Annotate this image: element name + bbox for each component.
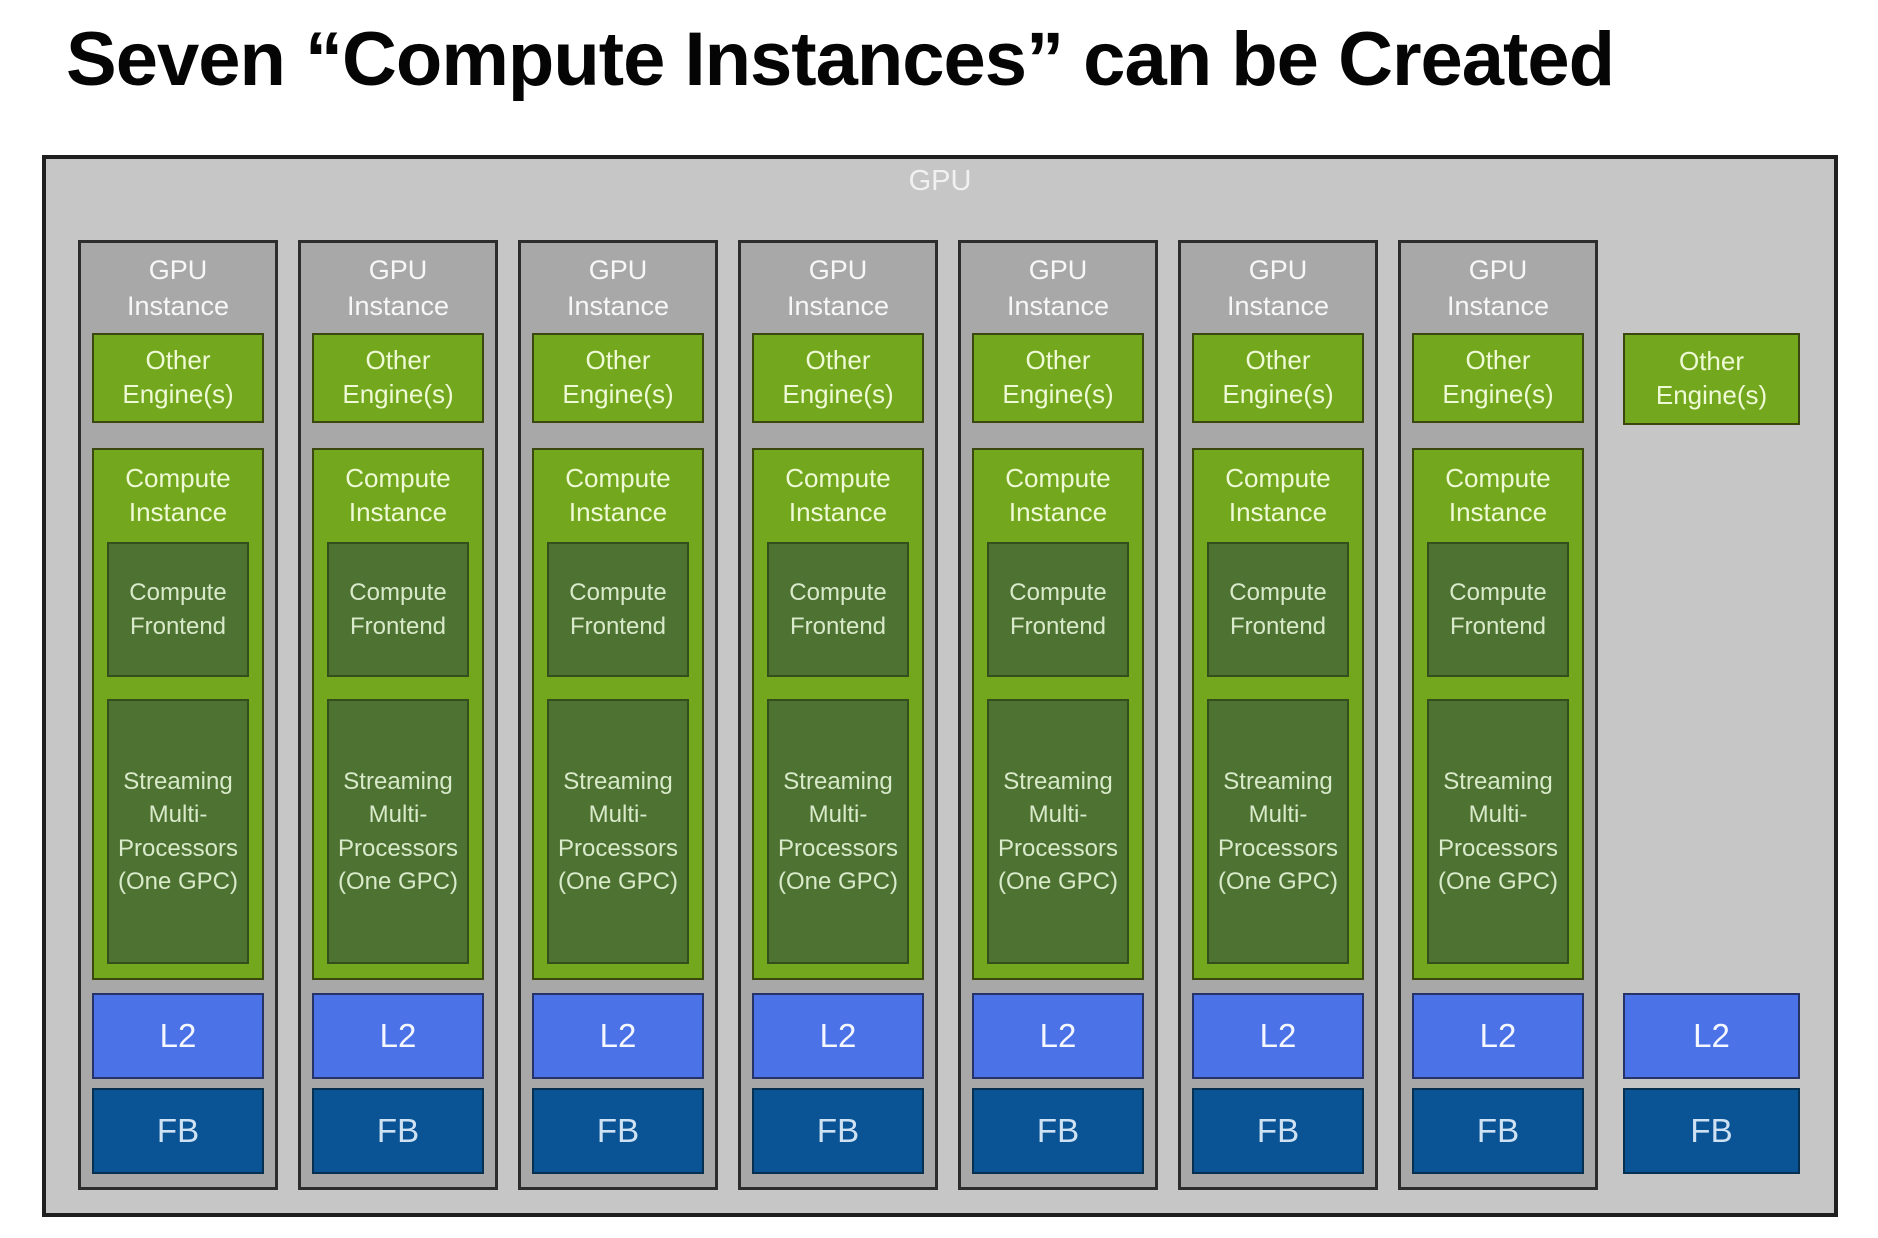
gpu-instance-label: GPU Instance [1226, 254, 1330, 321]
streaming-multiprocessors-box: Streaming Multi- Processors (One GPC) [327, 699, 469, 964]
framebuffer-box: FB [1192, 1088, 1364, 1174]
gpu-instance-column: GPU Instance Other Engine(s) Compute Ins… [1178, 240, 1378, 1190]
gpu-instance-column: GPU Instance Other Engine(s) Compute Ins… [78, 240, 278, 1190]
compute-instance-label: Compute Instance [1225, 463, 1331, 527]
framebuffer-box: FB [972, 1088, 1144, 1174]
framebuffer-box: FB [92, 1088, 264, 1174]
gpu-label: GPU [908, 165, 972, 197]
streaming-multiprocessors-box: Streaming Multi- Processors (One GPC) [547, 699, 689, 964]
other-engines-box: Other Engine(s) [312, 333, 484, 423]
gpu-instance-column: GPU Instance Other Engine(s) Compute Ins… [518, 240, 718, 1190]
compute-instance-box: Compute Instance Compute Frontend Stream… [1192, 448, 1364, 980]
framebuffer-box: FB [532, 1088, 704, 1174]
compute-frontend-box: Compute Frontend [767, 542, 909, 677]
compute-frontend-box: Compute Frontend [987, 542, 1129, 677]
l2-cache-box: L2 [972, 993, 1144, 1079]
gpu-instance-label: GPU Instance [346, 254, 450, 321]
compute-frontend-box: Compute Frontend [547, 542, 689, 677]
framebuffer-box: FB [1412, 1088, 1584, 1174]
gpu-instance-column: GPU Instance Other Engine(s) Compute Ins… [298, 240, 498, 1190]
streaming-multiprocessors-box: Streaming Multi- Processors (One GPC) [107, 699, 249, 964]
gpu-instance-label: GPU Instance [1006, 254, 1110, 321]
compute-instance-label: Compute Instance [1445, 463, 1551, 527]
compute-instance-box: Compute Instance Compute Frontend Stream… [92, 448, 264, 980]
unassigned-framebuffer-box: FB [1623, 1088, 1800, 1174]
gpu-instance-column: GPU Instance Other Engine(s) Compute Ins… [958, 240, 1158, 1190]
l2-cache-box: L2 [1192, 993, 1364, 1079]
l2-cache-box: L2 [92, 993, 264, 1079]
compute-instance-box: Compute Instance Compute Frontend Stream… [752, 448, 924, 980]
gpu-instance-label: GPU Instance [1446, 254, 1550, 321]
compute-instance-label: Compute Instance [785, 463, 891, 527]
slide-title: Seven “Compute Instances” can be Created [66, 17, 1615, 102]
gpu-instance-label: GPU Instance [566, 254, 670, 321]
compute-instance-label: Compute Instance [345, 463, 451, 527]
gpu-instance-column: GPU Instance Other Engine(s) Compute Ins… [738, 240, 938, 1190]
streaming-multiprocessors-box: Streaming Multi- Processors (One GPC) [987, 699, 1129, 964]
other-engines-box: Other Engine(s) [1412, 333, 1584, 423]
other-engines-box: Other Engine(s) [1192, 333, 1364, 423]
gpu-container: GPU GPU Instance Other Engine(s) Compute… [42, 155, 1838, 1217]
l2-cache-box: L2 [312, 993, 484, 1079]
compute-instance-box: Compute Instance Compute Frontend Stream… [312, 448, 484, 980]
streaming-multiprocessors-box: Streaming Multi- Processors (One GPC) [767, 699, 909, 964]
gpu-instance-column: GPU Instance Other Engine(s) Compute Ins… [1398, 240, 1598, 1190]
unassigned-other-engines-box: Other Engine(s) [1623, 333, 1800, 425]
compute-frontend-box: Compute Frontend [1427, 542, 1569, 677]
compute-instance-box: Compute Instance Compute Frontend Stream… [972, 448, 1144, 980]
compute-frontend-box: Compute Frontend [1207, 542, 1349, 677]
streaming-multiprocessors-box: Streaming Multi- Processors (One GPC) [1207, 699, 1349, 964]
streaming-multiprocessors-box: Streaming Multi- Processors (One GPC) [1427, 699, 1569, 964]
other-engines-box: Other Engine(s) [972, 333, 1144, 423]
compute-frontend-box: Compute Frontend [107, 542, 249, 677]
other-engines-box: Other Engine(s) [92, 333, 264, 423]
framebuffer-box: FB [752, 1088, 924, 1174]
compute-instance-label: Compute Instance [565, 463, 671, 527]
gpu-instance-label: GPU Instance [126, 254, 230, 321]
compute-instance-label: Compute Instance [125, 463, 231, 527]
framebuffer-box: FB [312, 1088, 484, 1174]
l2-cache-box: L2 [752, 993, 924, 1079]
other-engines-box: Other Engine(s) [752, 333, 924, 423]
unassigned-l2-cache-box: L2 [1623, 993, 1800, 1079]
compute-instance-box: Compute Instance Compute Frontend Stream… [532, 448, 704, 980]
gpu-instance-label: GPU Instance [786, 254, 890, 321]
compute-frontend-box: Compute Frontend [327, 542, 469, 677]
compute-instance-label: Compute Instance [1005, 463, 1111, 527]
other-engines-box: Other Engine(s) [532, 333, 704, 423]
l2-cache-box: L2 [1412, 993, 1584, 1079]
l2-cache-box: L2 [532, 993, 704, 1079]
compute-instance-box: Compute Instance Compute Frontend Stream… [1412, 448, 1584, 980]
